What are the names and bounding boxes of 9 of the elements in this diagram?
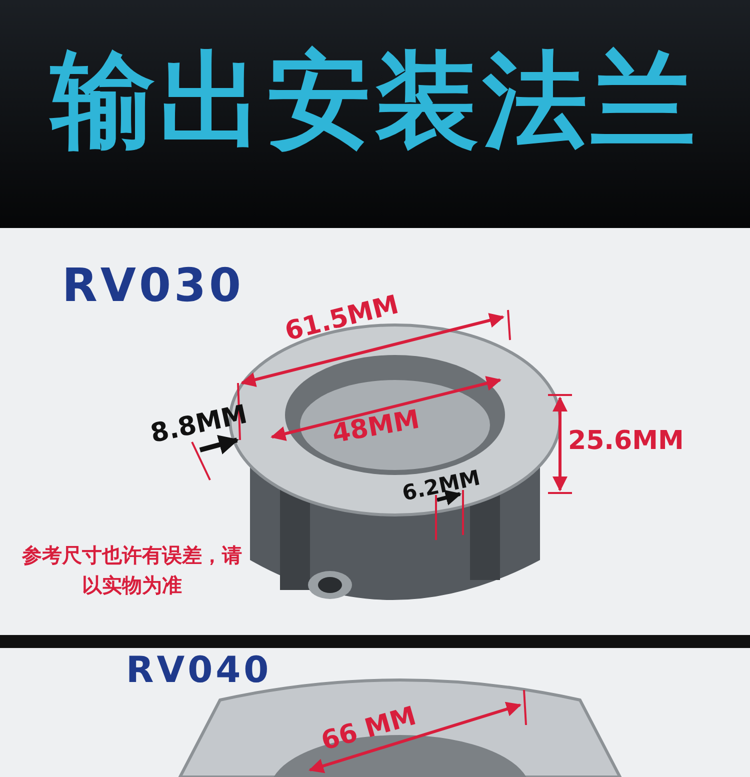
model-label: RV030 bbox=[62, 258, 244, 312]
model-label: RV040 bbox=[126, 650, 272, 691]
page-title: 输出安装法兰 bbox=[48, 38, 700, 163]
dimension-label: 6.2MM bbox=[400, 466, 482, 506]
note-text: 参考尺寸也许有误差，请以实物为准 bbox=[22, 542, 242, 599]
dimension-label: 8.8MM bbox=[148, 400, 250, 450]
dimension-label: 48MM bbox=[330, 404, 422, 450]
dimension-label: 66 MM bbox=[318, 701, 420, 757]
dimension-label: 25.6MM bbox=[568, 426, 684, 456]
